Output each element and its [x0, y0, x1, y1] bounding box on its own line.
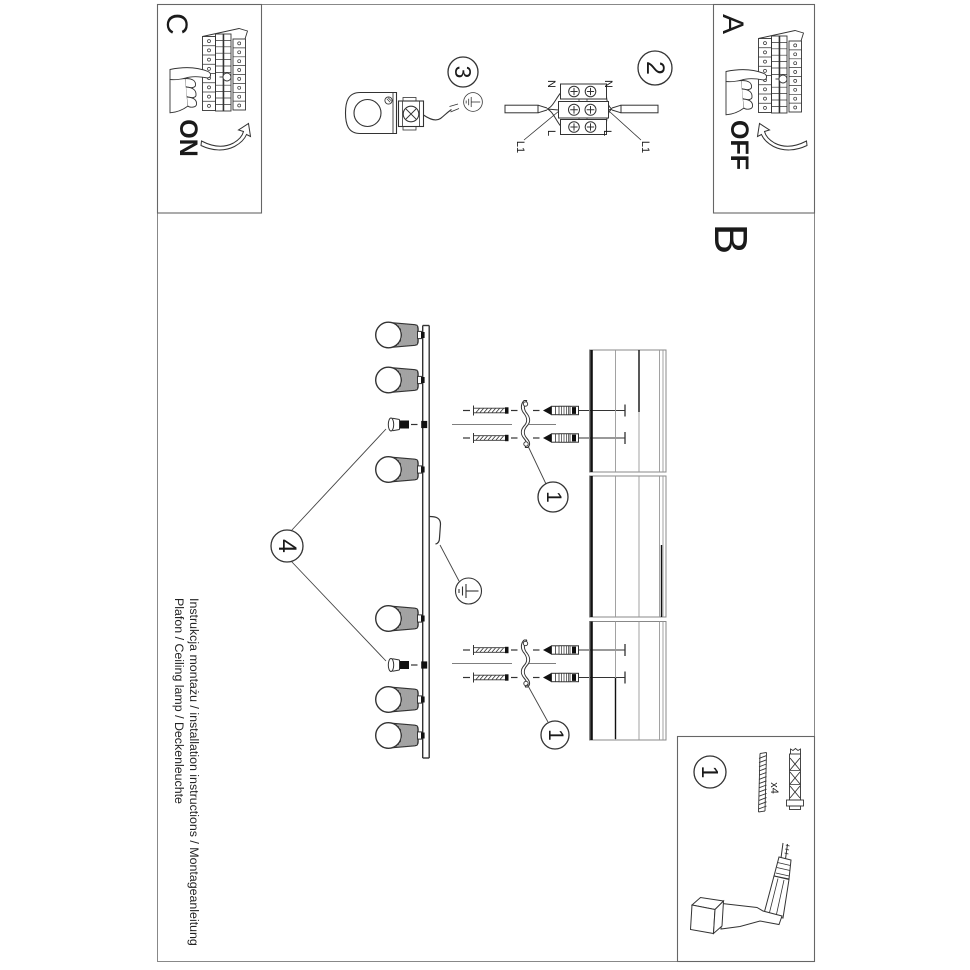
parts-screw	[758, 752, 767, 813]
step-circles	[270, 50, 727, 789]
pointer-lines	[290, 428, 549, 723]
power-on-label: ON	[174, 119, 203, 157]
power-off-label: OFF	[725, 120, 754, 170]
on-arrow	[200, 122, 252, 151]
wire-l1-left: L1	[514, 140, 526, 154]
wire-n-right: N	[602, 80, 614, 88]
parts-anchor	[786, 747, 804, 810]
spotlights	[375, 321, 426, 749]
section-a-label: A	[716, 13, 749, 34]
section-boxes	[156, 3, 816, 963]
parts-step-number: 1	[697, 765, 724, 779]
hanging-hook	[429, 515, 442, 545]
lamp-bar	[422, 324, 430, 759]
wire-n-left: N	[545, 80, 557, 88]
wire-l-right: L	[601, 129, 613, 137]
section-c-box	[156, 3, 263, 214]
step-2-number: 2	[641, 61, 670, 75]
breaker-panel-c	[169, 28, 252, 151]
off-arrow	[756, 122, 808, 151]
step-4-number: 4	[273, 539, 302, 553]
screws-qty-label: x4	[768, 782, 780, 794]
section-c-label: C	[160, 13, 193, 35]
wiring-diagram	[504, 83, 659, 141]
title-line-2: Plafon / Ceiling lamp / Deckenleuchte	[172, 598, 186, 804]
anchor-rows	[452, 400, 626, 688]
drill-tool	[689, 842, 792, 935]
section-b-label: B	[705, 223, 757, 255]
wire-l-left: L	[545, 129, 557, 137]
ground-symbol-large	[454, 577, 483, 605]
title-line-1: Instrukcja montażu / installation instru…	[187, 598, 201, 946]
section-a-box	[712, 3, 816, 214]
step-3-number: 3	[450, 65, 477, 79]
ground-symbol-small	[463, 92, 483, 112]
ceiling-rail	[589, 349, 667, 741]
canopy-bracket	[344, 91, 460, 135]
wire-l1-right: L1	[639, 140, 651, 154]
fixing-knobs	[387, 417, 428, 673]
document-title: Instrukcja montażu / installation instru…	[171, 598, 201, 964]
step-1-number-upper: 1	[542, 491, 565, 503]
parts-box	[676, 735, 816, 963]
step-1-number-lower: 1	[544, 729, 567, 741]
breaker-panel-a	[725, 30, 808, 151]
sheet-frame	[157, 4, 815, 962]
